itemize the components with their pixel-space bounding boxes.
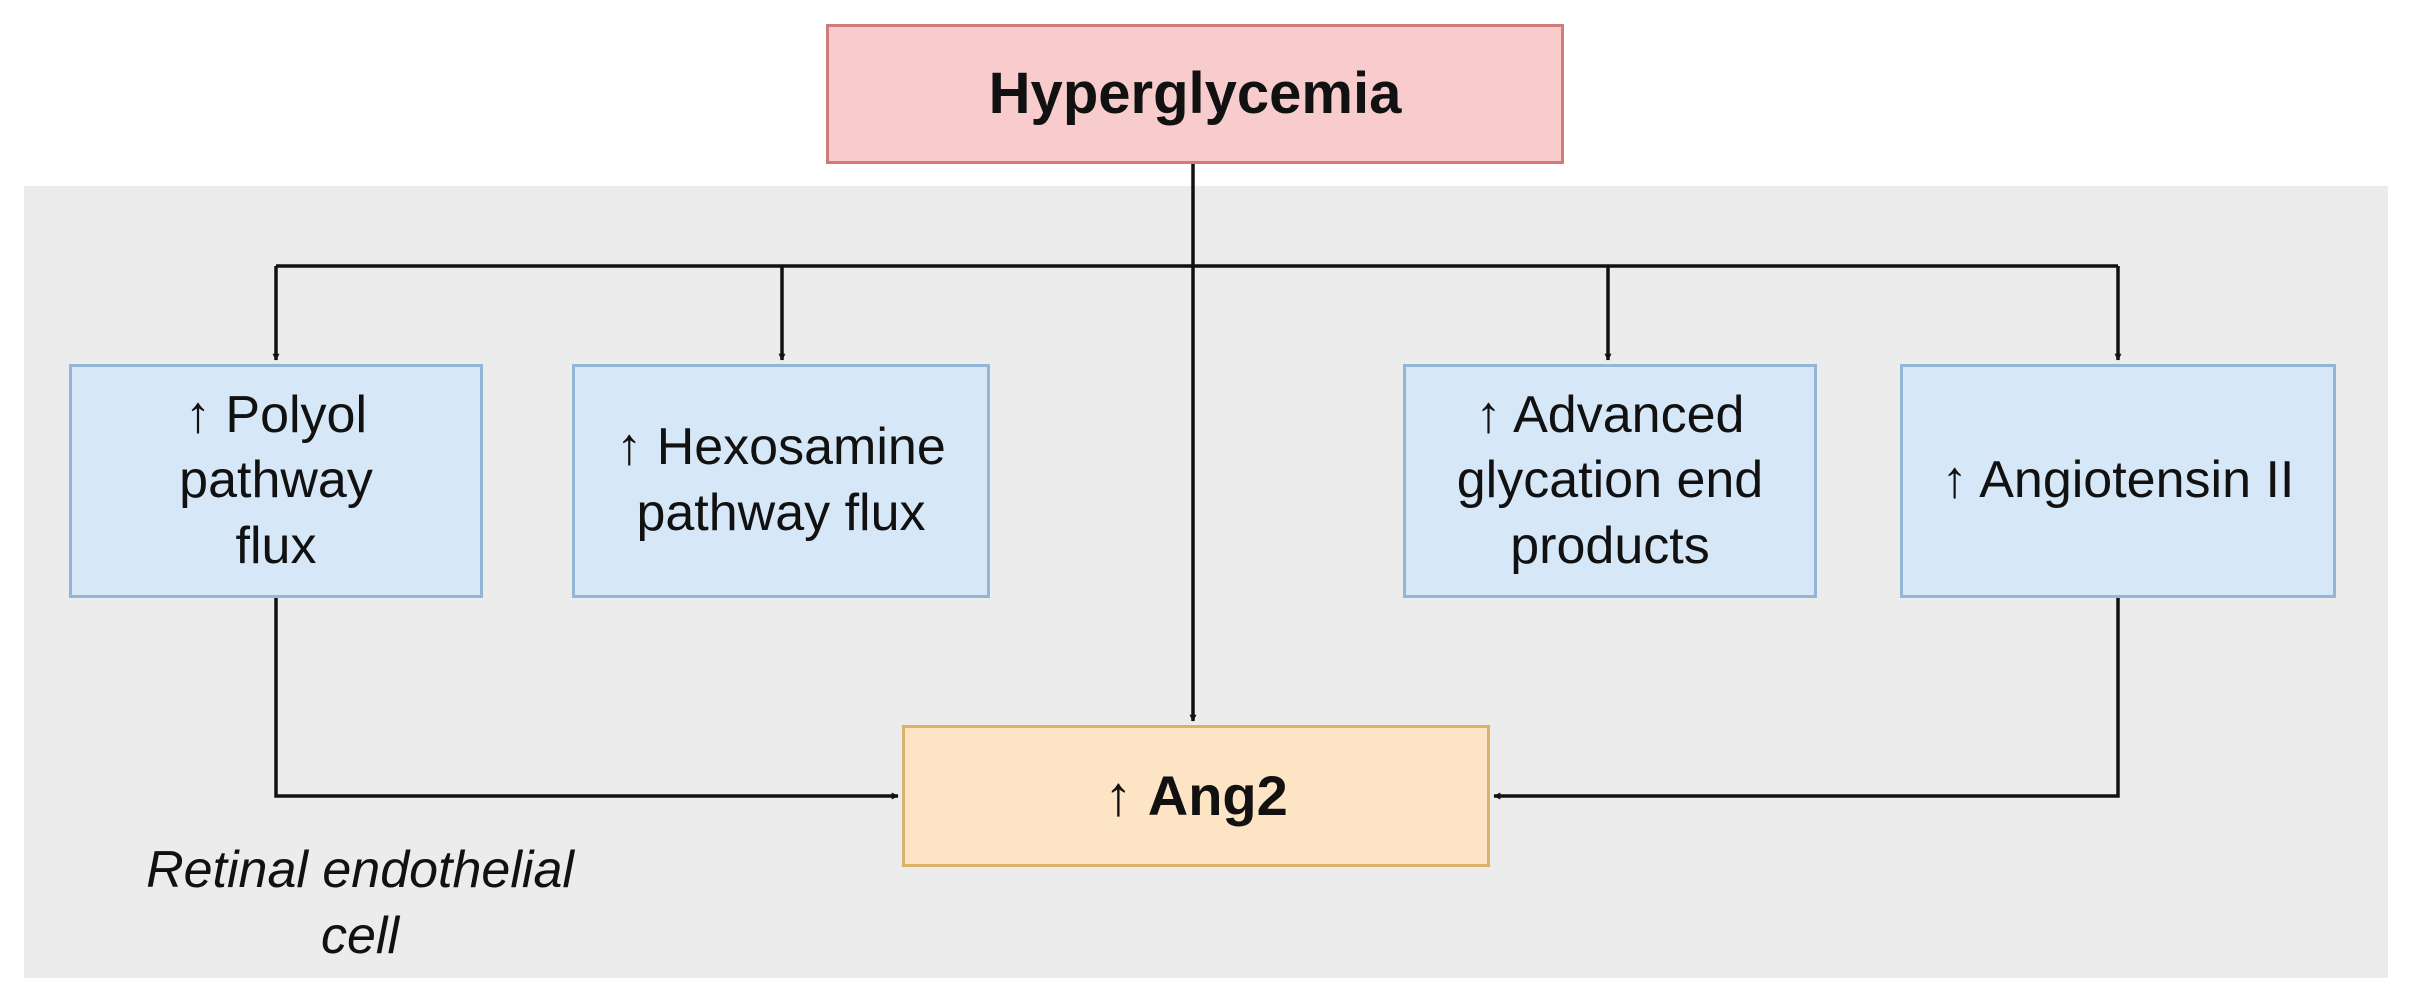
hexosamine-pathway-node: ↑ Hexosamine pathway flux	[572, 364, 990, 598]
hexosamine-line-2: pathway flux	[636, 484, 926, 542]
hexosamine-line-1: ↑ Hexosamine	[616, 418, 946, 477]
advanced-glycation-node: ↑ Advanced glycation end products	[1403, 364, 1817, 598]
cell-caption-line-2: cell	[320, 906, 400, 965]
advanced-glycation-label: ↑ Advanced glycation end products	[1457, 383, 1763, 580]
ang2-label: Ang2	[1147, 763, 1288, 827]
polyol-line-3: flux	[235, 516, 317, 575]
arrow-polyol-to-ang2	[274, 598, 899, 800]
age-line-1: ↑ Advanced	[1475, 385, 1745, 444]
hyperglycemia-node: Hyperglycemia	[826, 24, 1564, 164]
cell-caption: Retinal endothelial cell	[80, 838, 640, 969]
angiotensin-node: ↑ Angiotensin II	[1900, 364, 2336, 598]
cell-caption-line-1: Retinal endothelial	[146, 841, 574, 899]
polyol-line-1: ↑ Polyol	[184, 385, 368, 444]
ang2-node: ↑ Ang2	[902, 725, 1490, 867]
polyol-pathway-node: ↑ Polyol pathway flux	[69, 364, 483, 598]
arrow-angiotensin-to-ang2	[1493, 598, 2120, 800]
angiotensin-label: ↑ Angiotensin II	[1941, 451, 2295, 510]
age-line-3: products	[1510, 516, 1710, 575]
hyperglycemia-label: Hyperglycemia	[988, 61, 1402, 127]
ang2-up-arrow: ↑	[1104, 763, 1133, 827]
hexosamine-pathway-label: ↑ Hexosamine pathway flux	[616, 415, 945, 546]
age-line-2: glycation end	[1456, 451, 1764, 510]
polyol-line-2: pathway	[179, 451, 373, 510]
polyol-pathway-label: ↑ Polyol pathway flux	[179, 383, 373, 580]
